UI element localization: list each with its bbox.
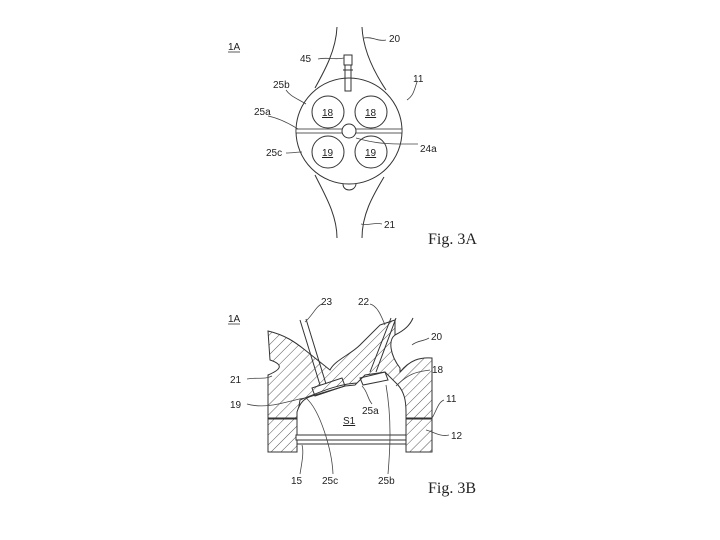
valve-label: 19 bbox=[365, 148, 377, 159]
combustion-chamber-S1 bbox=[296, 371, 407, 445]
valve-label: 18 bbox=[322, 108, 334, 119]
bottom-notch bbox=[342, 183, 357, 191]
label-25c: 25c bbox=[266, 148, 282, 159]
label-45: 45 bbox=[300, 54, 312, 65]
intake-port-20 bbox=[394, 317, 414, 336]
intake-port-20 bbox=[314, 26, 387, 91]
intake-valve bbox=[311, 95, 345, 129]
intake-valve-22 bbox=[359, 317, 397, 386]
figure-caption: Fig. 3A bbox=[428, 231, 477, 248]
label-21: 21 bbox=[230, 375, 242, 386]
exhaust-valve-23 bbox=[299, 318, 346, 397]
exhaust-valve bbox=[354, 135, 388, 169]
label-11: 11 bbox=[413, 74, 424, 85]
valve-label: 19 bbox=[322, 148, 334, 159]
label-20: 20 bbox=[431, 332, 443, 343]
label-24a: 24a bbox=[420, 144, 437, 155]
intake-valve bbox=[354, 95, 388, 129]
label-21: 21 bbox=[384, 220, 396, 231]
label-25a: 25a bbox=[362, 406, 379, 417]
figure-3a: 1A 18 18 19 19 20 45 11 25b 25a bbox=[228, 26, 477, 248]
label-25a: 25a bbox=[254, 107, 271, 118]
valve-label: 18 bbox=[365, 108, 377, 119]
label-S1: S1 bbox=[343, 416, 356, 427]
label-25b: 25b bbox=[273, 80, 290, 91]
label-23: 23 bbox=[321, 297, 333, 308]
exhaust-port-21 bbox=[314, 174, 385, 239]
ref-1a: 1A bbox=[228, 314, 241, 325]
ref-1a: 1A bbox=[228, 42, 241, 53]
spark-plug-45 bbox=[343, 54, 353, 92]
spark-plug-24a bbox=[341, 123, 357, 139]
label-25b: 25b bbox=[378, 476, 395, 487]
label-11: 11 bbox=[446, 394, 457, 405]
label-25c: 25c bbox=[322, 476, 338, 487]
piston-15 bbox=[295, 434, 407, 441]
figure-caption: Fig. 3B bbox=[428, 480, 476, 497]
label-18: 18 bbox=[432, 365, 444, 376]
label-15: 15 bbox=[291, 476, 303, 487]
label-12: 12 bbox=[451, 431, 463, 442]
label-20: 20 bbox=[389, 34, 401, 45]
label-22: 22 bbox=[358, 297, 370, 308]
label-19: 19 bbox=[230, 400, 242, 411]
figure-3b: 1A S1 23 22 20 18 21 11 19 25 bbox=[228, 297, 476, 497]
exhaust-valve bbox=[311, 135, 345, 169]
